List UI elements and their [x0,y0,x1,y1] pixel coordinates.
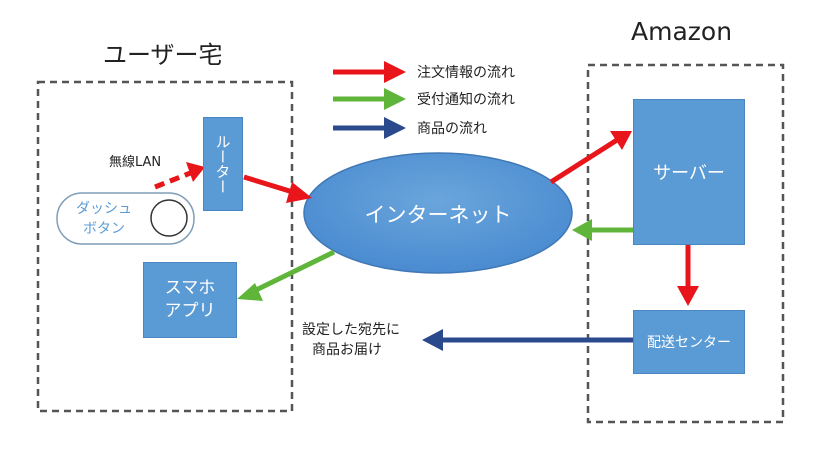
wireless-arrowhead [186,162,205,182]
router-box: ルーター [203,117,243,211]
delivery-annotation: 設定した宛先に 商品お届け [302,320,400,360]
legend-notify-label: 受付通知の流れ [417,92,515,108]
server-to-internet-arrowhead [572,219,592,241]
dash-button-circle [150,199,188,237]
delivery-center-box: 配送センター [633,310,745,374]
user-home-title: ユーザー宅 [103,41,223,69]
legend-order-arrowhead [384,61,406,83]
wireless-arrow [154,169,194,190]
dash-button-label: ダッシュ ボタン [68,199,140,239]
delivery-center-label: 配送センター [647,335,731,351]
router-label: ルーター [213,134,232,194]
internet-ellipse [303,152,573,274]
legend-product-label: 商品の流れ [417,121,487,137]
legend-order-label: 注文情報の流れ [417,65,515,81]
legend-product-arrowhead [384,117,406,139]
delivery-to-user-arrowhead [422,329,443,351]
dash-button-line1: ダッシュ [76,201,132,217]
internet-to-app-arrow [250,249,336,295]
server-to-delivery-arrowhead [677,286,699,306]
internet-label: インターネット [364,203,512,227]
wireless-lan-label: 無線LAN [109,155,162,170]
smartphone-app-line1: スマホ [164,278,216,298]
server-box: サーバー [633,99,745,245]
amazon-title: Amazon [631,17,733,46]
delivery-annotation-line1: 設定した宛先に [302,322,400,338]
smartphone-app-line2: アプリ [164,301,216,321]
server-label: サーバー [653,163,725,184]
user-home-container [36,80,294,413]
amazon-container [586,63,785,424]
router-to-internet-arrow [243,174,297,196]
legend-notify-arrowhead [384,88,406,110]
router-to-internet-arrowhead [286,182,312,203]
internet-to-server-arrowhead [610,131,632,150]
internet-to-server-arrow [549,137,619,185]
dash-button-line2: ボタン [83,221,125,237]
delivery-annotation-line2: 商品お届け [312,342,382,358]
smartphone-app-box: スマホ アプリ [143,262,237,338]
internet-to-app-arrowhead [237,283,263,301]
